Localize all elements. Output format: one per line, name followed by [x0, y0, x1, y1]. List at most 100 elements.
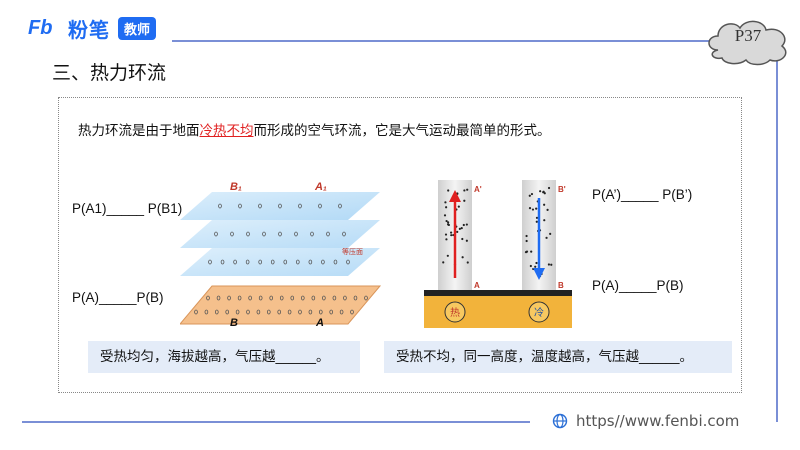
air-particle: [524, 251, 528, 254]
air-particle: [333, 259, 338, 265]
hot-circle: [444, 301, 466, 323]
air-particle: [279, 295, 284, 301]
air-particle: [525, 239, 528, 243]
air-particle: [206, 295, 210, 301]
air-particle: [447, 223, 450, 227]
air-particle: [258, 259, 262, 265]
air-particle: [343, 295, 347, 301]
air-particle: [549, 232, 552, 235]
air-particle: [466, 261, 469, 264]
air-particle: [456, 230, 459, 233]
air-particle: [364, 295, 368, 301]
content-box: [58, 97, 742, 393]
air-particle: [278, 231, 282, 237]
frame-line-top: [172, 40, 712, 42]
air-particle: [535, 220, 538, 223]
air-particle: [230, 231, 234, 237]
question-right-bottom: P(A)_____P(B): [592, 278, 684, 293]
footer-url[interactable]: https//www.fenbi.com: [552, 412, 739, 430]
isobar-layer-1: [180, 192, 380, 220]
air-particle: [326, 231, 330, 237]
isobar-layer-3: [180, 248, 380, 276]
air-particle: [319, 309, 323, 315]
note-uniform-heating: 受热均匀，海拔越高，气压越______。: [88, 341, 360, 373]
air-particle: [445, 219, 448, 223]
air-particle: [248, 295, 252, 301]
air-particle: [318, 203, 322, 209]
air-particle: [258, 295, 263, 301]
air-particle: [350, 309, 354, 315]
question-right-top: P(A’)_____ P(B’): [592, 187, 693, 202]
air-particle: [529, 264, 532, 268]
air-particle: [283, 259, 288, 265]
globe-icon: [552, 413, 568, 429]
label-hot: 热: [450, 306, 460, 319]
label-a-top: A': [474, 185, 482, 194]
air-particle: [262, 231, 266, 237]
air-particle: [458, 227, 461, 230]
air-particle: [534, 265, 537, 268]
air-particle: [535, 207, 538, 210]
air-particle: [547, 263, 551, 266]
air-particle: [531, 208, 535, 211]
air-particle: [543, 219, 546, 222]
air-particle: [270, 259, 275, 265]
air-particle: [528, 194, 531, 197]
air-particle: [308, 309, 313, 315]
air-particle: [547, 186, 551, 190]
air-particle: [463, 189, 466, 192]
air-particle: [227, 295, 231, 301]
sinking-arrow-head: [533, 268, 545, 280]
air-particle: [546, 208, 549, 211]
air-particle: [461, 256, 464, 259]
frame-line-right: [776, 58, 778, 422]
logo-mark: Fb: [28, 17, 53, 39]
air-particle: [462, 223, 465, 227]
air-particle: [298, 203, 302, 209]
label-b-bottom: B: [558, 281, 564, 290]
air-particle: [442, 261, 445, 264]
isobar-layer-2: [180, 220, 380, 248]
air-particle: [463, 199, 466, 202]
air-particle: [465, 223, 468, 226]
air-particle: [545, 236, 548, 239]
label-a1: A₁: [314, 181, 327, 193]
air-particle: [267, 309, 271, 315]
question-left-bottom: P(A)_____P(B): [72, 290, 164, 305]
air-particle: [287, 309, 292, 315]
ground-line: [424, 290, 572, 296]
frame-line-bottom: [22, 421, 530, 423]
air-particle: [338, 203, 342, 209]
air-particle: [278, 203, 282, 209]
air-particle: [329, 309, 334, 315]
page-number-cloud: [708, 20, 787, 66]
air-particle: [543, 192, 546, 195]
rising-arrow-head: [449, 190, 461, 202]
air-particle: [235, 309, 240, 315]
page-number: P37: [734, 26, 762, 45]
air-particle: [466, 188, 469, 191]
air-particle: [194, 309, 198, 315]
air-particle: [269, 295, 273, 301]
intro-before: 热力环流是由于地面: [78, 123, 200, 139]
air-particle: [277, 309, 281, 315]
air-particle: [447, 189, 450, 192]
air-particle: [461, 237, 464, 241]
air-particle: [225, 309, 229, 315]
air-particle: [443, 214, 447, 217]
air-particle: [258, 203, 262, 209]
section-title: 三、热力环流: [52, 62, 167, 84]
air-particle: [238, 203, 242, 209]
intro-text: 热力环流是由于地面冷热不均而形成的空气环流，它是大气运动最简单的形式。: [78, 119, 551, 139]
air-particle: [460, 227, 463, 230]
ground-layer: [180, 285, 382, 325]
label-a: A: [315, 317, 324, 329]
air-particle: [321, 259, 325, 265]
air-particle: [214, 231, 218, 237]
label-b: B: [230, 317, 238, 329]
air-particle: [353, 295, 358, 301]
air-particle: [543, 203, 546, 206]
question-left-top: P(A1)_____ P(B1): [72, 201, 183, 216]
air-particle: [245, 259, 250, 265]
label-b-top: B': [558, 185, 566, 194]
